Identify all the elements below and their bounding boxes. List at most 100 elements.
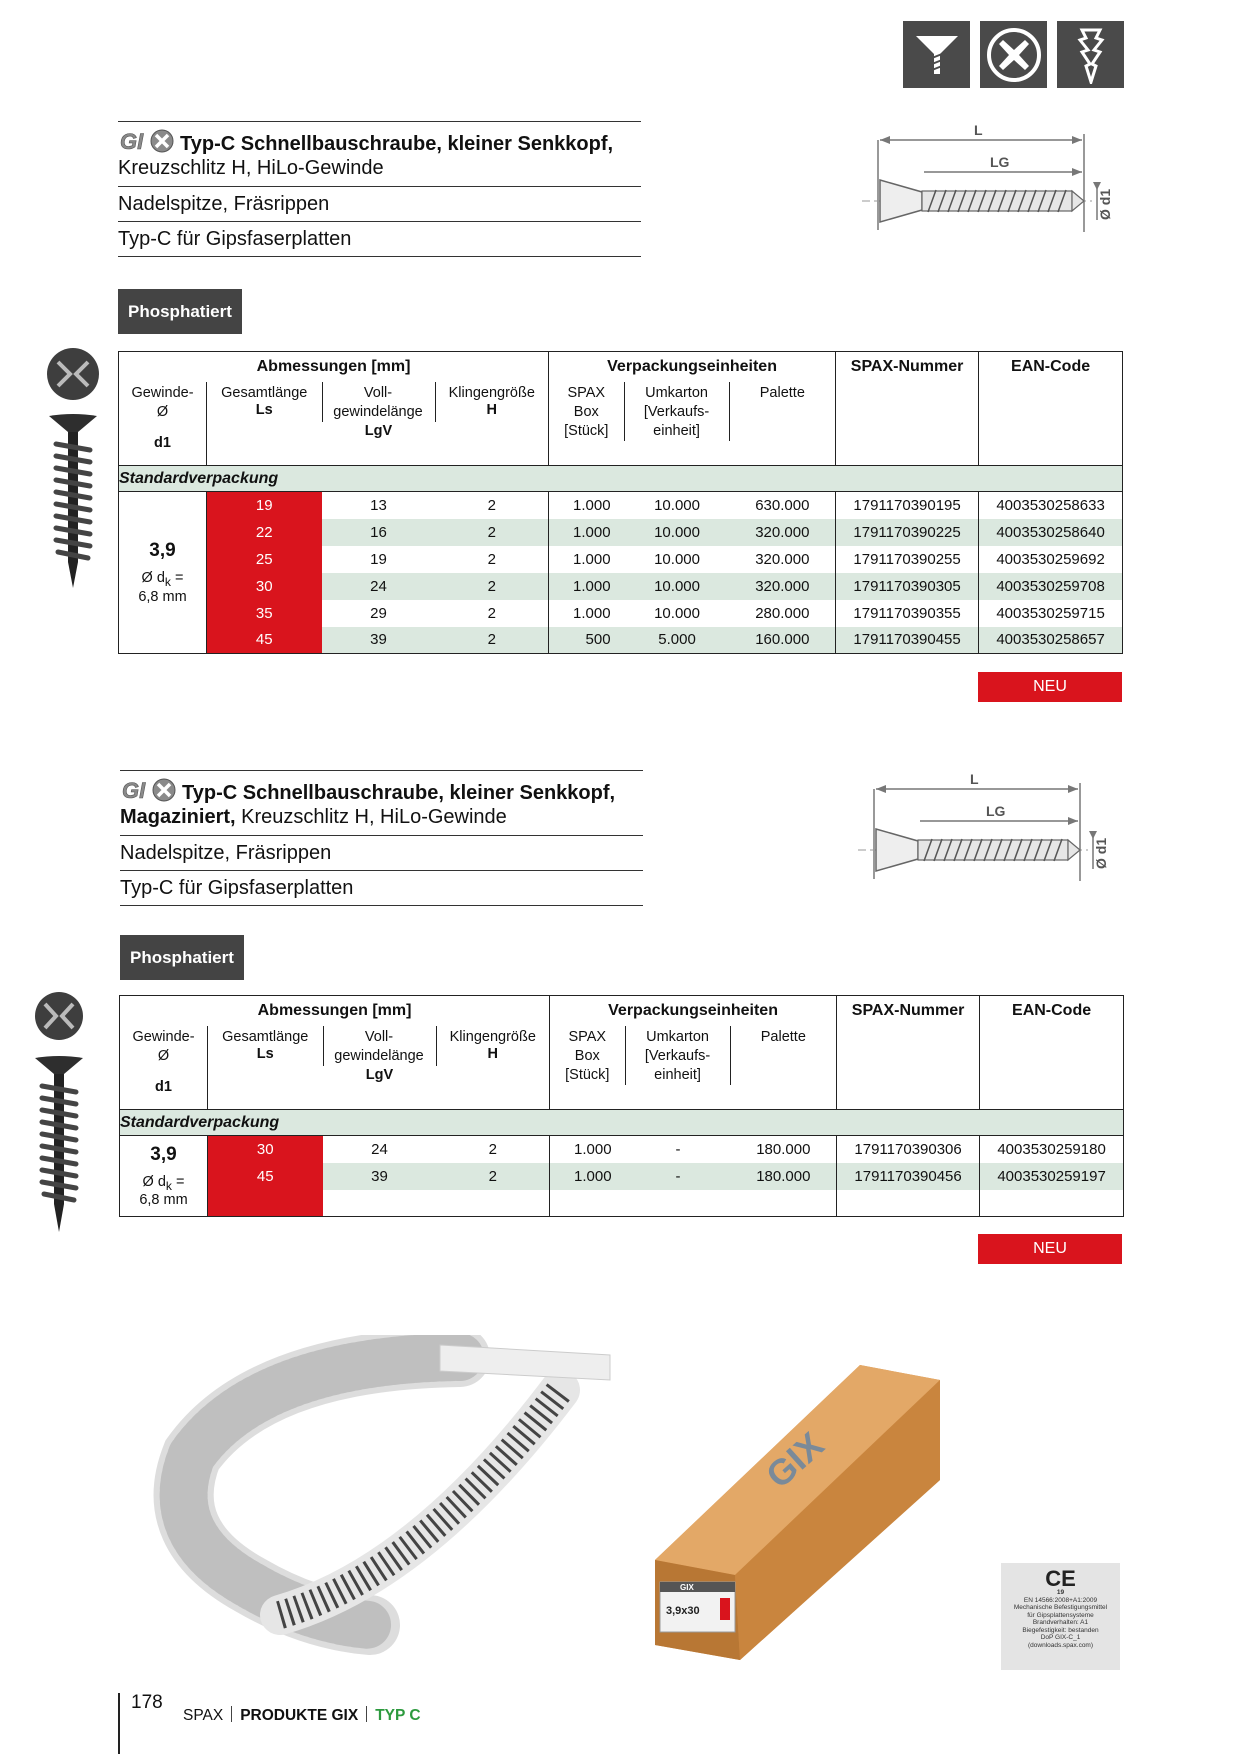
svg-text:GI: GI: [120, 129, 144, 154]
ce-line-6: DoP GIX-C_1: [1040, 1634, 1081, 1641]
section2-hdr-abmessungen: Abmessungen [mm]: [119, 995, 551, 1026]
cell-box: 1.000: [548, 572, 625, 600]
cell-ean: 4003530258657: [978, 626, 1123, 654]
ce-line-4: Brandverhalten: A1: [1032, 1619, 1089, 1626]
section2-screw-diagram: L LG Ø d1: [858, 771, 1109, 881]
cell-palette: [730, 1189, 838, 1217]
cell-h: 2: [435, 491, 550, 519]
cell-ls: 30: [206, 572, 322, 600]
cell-h: 2: [435, 545, 550, 573]
section2-title-bold: Typ-C Schnellbauschraube, kleiner Senkko…: [182, 782, 616, 804]
cell-spax: 1791170390305: [835, 572, 980, 600]
cell-ean: 4003530259180: [997, 1140, 1106, 1158]
section2-hdr-ean: EAN-Code: [1012, 1001, 1092, 1019]
section2-sub-gewinde: Gewinde- Ø: [132, 1028, 195, 1064]
cell-umkarton: -: [675, 1140, 681, 1158]
section1-diagram-LG: LG: [990, 154, 1010, 170]
cell-ls: [207, 1189, 323, 1217]
section2-sub-klinge-sym: H: [487, 1045, 499, 1062]
cell-umkarton: -: [625, 1162, 731, 1190]
section1-sub-gewinde-sym: d1: [154, 434, 171, 451]
section2-sub-palette: Palette: [760, 1028, 806, 1045]
section2-hdr-spax: SPAX-Nummer: [836, 995, 981, 1026]
cell-umkarton: 10.000: [654, 496, 700, 514]
ce-mark: CE: [1045, 1566, 1076, 1591]
gix-box-image: GIX GIX 3,9x30: [655, 1365, 940, 1660]
cell-box: 1.000: [573, 496, 611, 514]
cell-spax: 1791170390195: [835, 491, 980, 519]
section1-diagram-L: L: [974, 122, 983, 138]
section2-sub-box: SPAX Box [Stück]: [550, 1025, 626, 1085]
cell-h: 2: [436, 1162, 551, 1190]
cell-ls: 19: [206, 491, 322, 519]
section1-heading: GI Typ-C Schnellbauschraube, kleiner Sen…: [118, 121, 641, 257]
cell-ls: 45: [207, 1162, 323, 1190]
section1-sub-umkarton: Umkarton [Verkaufs- einheit]: [625, 381, 730, 441]
cell-spax: 1791170390455: [835, 626, 980, 654]
ce-line-1: EN 14566:2008+A1:2009: [1023, 1596, 1098, 1604]
cell-palette: 160.000: [729, 626, 837, 654]
cell-ean: 4003530259197: [979, 1162, 1124, 1190]
cell-lgv: 19: [370, 550, 387, 568]
cross-recess-icon: [980, 21, 1047, 88]
section2-diagram-LG: LG: [986, 803, 1006, 819]
cell-box: 1.000: [549, 1162, 626, 1190]
dk-label: Ø dk =: [142, 1173, 185, 1193]
cell-palette: 180.000: [730, 1135, 838, 1163]
page-number: 178: [131, 1692, 163, 1713]
cell-lgv: 39: [322, 1162, 437, 1190]
dk-value: 6,8 mm: [139, 1192, 188, 1209]
ce-line-3: für Gipsplattensysteme: [1027, 1611, 1094, 1619]
section1-feature-2: Typ-C für Gipsfaserplatten: [118, 222, 641, 257]
cell-spax: [836, 1189, 981, 1217]
cell-palette: 630.000: [729, 491, 837, 519]
section2-screw-image: [35, 992, 83, 1232]
cell-spax: 1791170390355: [835, 599, 980, 627]
section1-new-badge: NEU: [978, 672, 1122, 702]
cell-h: 2: [435, 518, 550, 546]
cell-spax: 1791170390255: [835, 545, 980, 573]
cell-box: 1.000: [573, 604, 611, 622]
cell-ean: [979, 1189, 1124, 1217]
cell-palette: 280.000: [729, 599, 837, 627]
section2-sub-voll-sym: LgV: [365, 1066, 394, 1083]
needle-point-icon: [1057, 21, 1124, 88]
section1-screw-image: [47, 348, 99, 588]
cell-spax: 1791170390306: [836, 1135, 981, 1163]
cell-umkarton: 10.000: [654, 604, 700, 622]
table-row: [120, 1189, 1124, 1217]
ce-year: 19: [1056, 1589, 1065, 1596]
cell-h: 2: [436, 1135, 551, 1163]
cell-ean: 4003530259715: [996, 604, 1105, 622]
cell-box: 1.000: [573, 550, 611, 568]
section1-sub-klinge-sym: H: [486, 401, 498, 418]
section1-sub-gesamt-sym: Ls: [255, 401, 273, 418]
dk-value: 6,8 mm: [138, 588, 187, 605]
cell-lgv: 13: [370, 496, 387, 514]
section1-feature-1: Nadelspitze, Fräsrippen: [118, 187, 641, 222]
cell-lgv: [322, 1189, 437, 1217]
section2-sub-gesamt-sym: Ls: [256, 1045, 274, 1062]
section1-title-line2: Kreuzschlitz H, HiLo-Gewinde: [118, 157, 384, 179]
cell-umkarton: 10.000: [624, 518, 730, 546]
section2-new-badge: NEU: [978, 1234, 1122, 1264]
cell-h: 2: [435, 599, 550, 627]
cell-ls: 25: [206, 545, 322, 573]
section2-feature-1: Nadelspitze, Fräsrippen: [120, 836, 643, 871]
section2-sub-voll: Voll- gewindelänge: [323, 1025, 437, 1066]
section2-diagram-L: L: [970, 771, 979, 787]
cell-spax: 1791170390456: [836, 1162, 981, 1190]
cell-palette: 180.000: [730, 1162, 838, 1190]
section2-std-label: Standardverpackung: [119, 1109, 1124, 1136]
section1-hdr-spax: SPAX-Nummer: [835, 351, 980, 382]
cell-lgv: 16: [321, 518, 436, 546]
cell-palette: 320.000: [729, 545, 837, 573]
section2-heading: GI Typ-C Schnellbauschraube, kleiner Sen…: [120, 770, 643, 906]
section1-product-table: Abmessungen [mm] Verpackungseinheiten SP…: [118, 351, 1124, 654]
section2-sub-gewinde-sym: d1: [155, 1078, 172, 1095]
cell-umkarton: 10.000: [654, 550, 700, 568]
